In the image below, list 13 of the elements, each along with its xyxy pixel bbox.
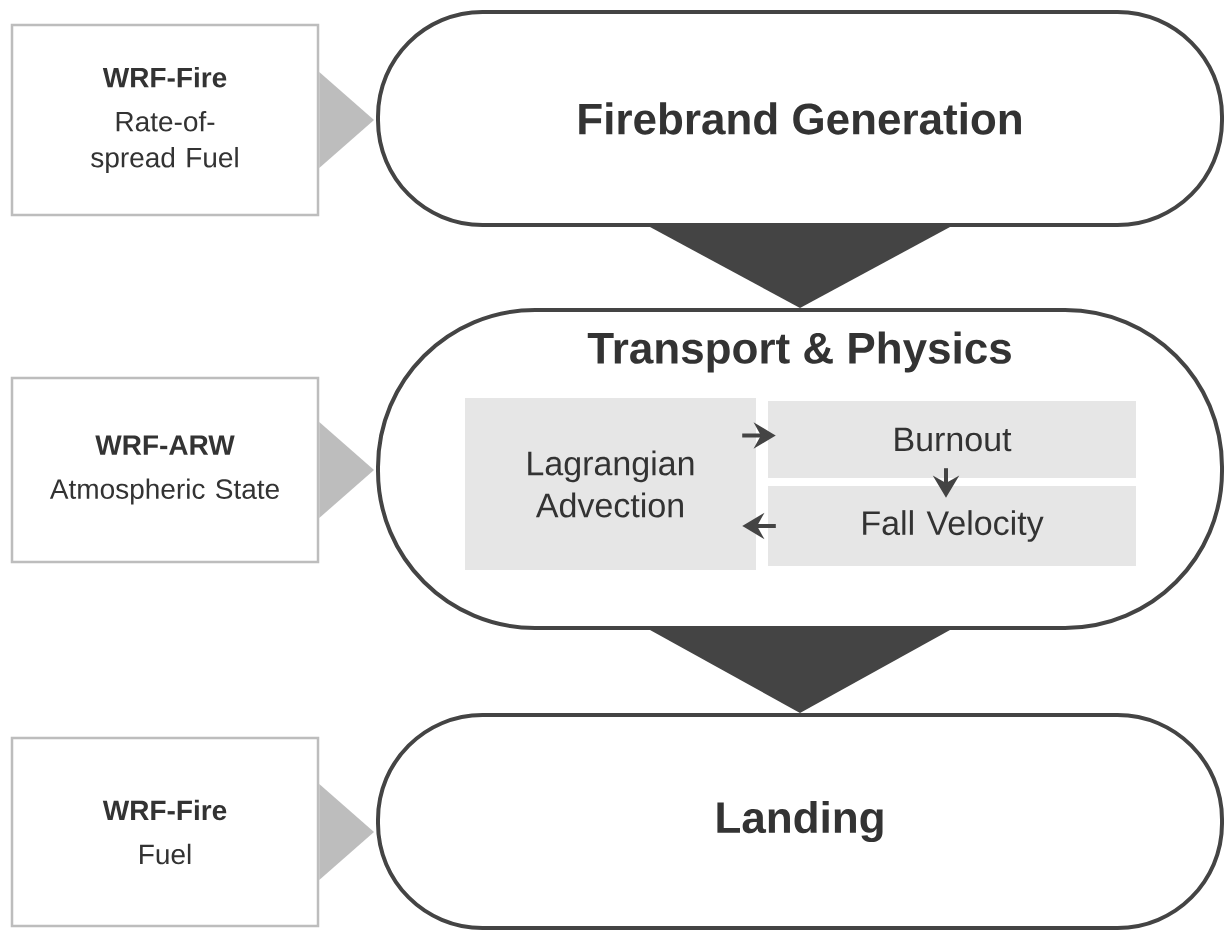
input-arrow: [319, 422, 374, 518]
input-arrow: [319, 784, 374, 880]
step-box: Burnout: [768, 401, 1136, 478]
input-arrow: [319, 72, 374, 168]
step-box: Fall Velocity: [768, 486, 1136, 566]
chevron-arrow: [650, 630, 950, 713]
process-stadium: Landing: [376, 713, 1224, 930]
step-box: Lagrangian Advection: [465, 398, 756, 570]
source-box: WRF-Fire Rate-of-spread Fuel: [10, 23, 320, 217]
chevron-arrow: [650, 227, 950, 308]
process-stadium: Firebrand Generation: [376, 10, 1224, 227]
source-box: WRF-ARW Atmospheric State: [10, 376, 320, 564]
source-box: WRF-Fire Fuel: [10, 736, 320, 928]
